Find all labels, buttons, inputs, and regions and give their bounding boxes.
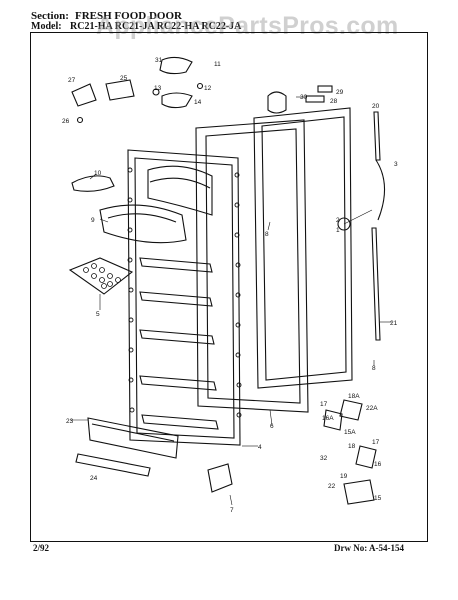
- part-label-19: 19: [340, 473, 348, 480]
- bottom-bin: [87, 417, 179, 459]
- part-label-8: 8: [265, 231, 269, 238]
- part-label-10: 10: [94, 170, 102, 177]
- part-label-24: 24: [90, 475, 98, 482]
- part-label-3: 3: [394, 161, 398, 168]
- hinge-cap-30: [267, 91, 287, 114]
- part-label-18: 18: [348, 443, 356, 450]
- part-numbers: 27 25 26 31 11 12 13 14 10 9 5 23 24 7 4…: [62, 57, 398, 514]
- part-label-32: 32: [320, 455, 328, 462]
- part-label-28: 28: [330, 98, 338, 105]
- washer-13: [152, 88, 160, 96]
- part-label-13: 13: [154, 85, 162, 92]
- part-label-26: 26: [62, 118, 70, 125]
- part-label-22: 22: [328, 483, 336, 490]
- bracket-25: [105, 79, 135, 101]
- part-label-22-top: 8: [372, 365, 376, 372]
- handle-top: [373, 111, 381, 161]
- part-label-4: 4: [258, 444, 262, 451]
- part-label-16: 16: [374, 461, 382, 468]
- bracket-7: [207, 463, 233, 493]
- screw-12: [196, 82, 204, 90]
- part-label-22A: 22A: [366, 405, 378, 412]
- trim-strip: [75, 453, 151, 477]
- model-label: Model:: [31, 21, 62, 32]
- part-label-15A: 15A: [344, 429, 356, 436]
- section-label: Section:: [31, 10, 69, 22]
- footer-drawing-number: Drw No: A-54-154: [334, 543, 404, 553]
- part-label-11: 11: [214, 61, 221, 68]
- part-label-2: 2: [336, 217, 340, 224]
- bracket-27: [71, 83, 97, 107]
- dairy-door: [99, 204, 187, 244]
- door-shelves: [139, 257, 219, 430]
- cover-28: [305, 95, 325, 103]
- part-label-15: 15: [374, 495, 382, 502]
- plate-14: [161, 92, 193, 109]
- part-label-20: 20: [372, 103, 380, 110]
- handle-mid: [375, 159, 386, 221]
- part-label-25: 25: [120, 75, 128, 82]
- screw-26: [76, 116, 84, 124]
- egg-tray: [68, 257, 134, 295]
- part-label-30: 30: [300, 94, 308, 101]
- hinge-bushing: [337, 217, 351, 231]
- part-label-31: 31: [155, 57, 163, 64]
- door-liner: [127, 149, 241, 446]
- part-label-12: 12: [204, 85, 212, 92]
- model-numbers: RC21-HA RC21-JA RC22-HA RC22-JA: [70, 21, 242, 32]
- upper-compartment: [147, 165, 213, 216]
- part-label-21: 21: [390, 320, 398, 327]
- watermark: AppliancePartsPros.com: [96, 12, 399, 40]
- part-label-16A: 16A: [322, 415, 334, 422]
- handle-rod: [371, 227, 381, 341]
- part-label-17b: 17: [372, 439, 380, 446]
- part-label-9: 9: [91, 217, 95, 224]
- part-label-18A: 18A: [348, 393, 360, 400]
- diagram-frame: [30, 32, 428, 542]
- hinge-bottom-group: [339, 399, 363, 421]
- door-gasket: [195, 119, 309, 413]
- part-label-29: 29: [336, 89, 344, 96]
- footer-date: 2/92: [33, 543, 50, 553]
- cover-29: [317, 85, 333, 93]
- part-label-7: 7: [230, 507, 234, 514]
- part-label-1: 1: [336, 227, 340, 234]
- part-label-23: 23: [66, 418, 74, 425]
- part-label-14: 14: [194, 99, 202, 106]
- plate-31: [159, 56, 193, 75]
- part-label-27: 27: [68, 77, 76, 84]
- part-label-6: 6: [270, 423, 274, 430]
- outer-door: [253, 107, 353, 389]
- part-label-17: 17: [320, 401, 328, 408]
- section-title: FRESH FOOD DOOR: [75, 10, 182, 22]
- liner-screws: [127, 167, 242, 418]
- part-label-5: 5: [96, 311, 100, 318]
- dairy-cover: [71, 175, 115, 192]
